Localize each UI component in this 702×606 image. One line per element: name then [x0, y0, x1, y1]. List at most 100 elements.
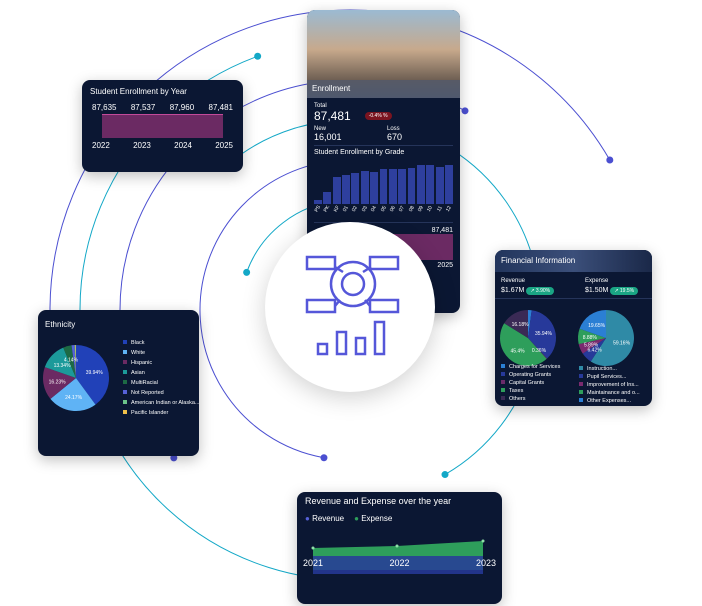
- grade-bar-chart: [314, 164, 453, 204]
- grade-label: 11: [435, 205, 444, 213]
- grade-label: 04: [370, 205, 379, 213]
- new-value: 16,001: [314, 132, 342, 142]
- legend-label: Improvement of Ins...: [587, 382, 639, 388]
- revenue-value: $1.67M: [501, 287, 525, 294]
- legend-label: Taxes: [509, 388, 524, 394]
- pie-slice: [63, 345, 76, 378]
- change-badge: -0.4% %: [364, 112, 392, 120]
- pie-slice: [50, 378, 96, 411]
- legend-swatch: [501, 372, 505, 376]
- grade-label: 05: [379, 205, 388, 213]
- slice-label: 13.34%: [54, 363, 72, 369]
- grade-label: 03: [360, 205, 369, 213]
- pie-slices: [578, 310, 634, 366]
- legend-label: Pacific Islander: [131, 410, 168, 416]
- total-label: Total: [314, 103, 327, 109]
- year-label: 2022: [389, 558, 410, 568]
- expense-label: Expense: [585, 278, 609, 284]
- legend-label: Capital Grants: [509, 380, 544, 386]
- pie-slice: [579, 310, 606, 338]
- pie-slice: [44, 347, 76, 378]
- analytics-hub-circle: [265, 222, 435, 392]
- grade-bar: [435, 166, 444, 204]
- year-label: 2023: [133, 141, 151, 150]
- slice-label: 45.4%: [510, 348, 525, 354]
- card-title: Financial Information: [495, 250, 652, 272]
- year-value: 87,537: [130, 103, 156, 112]
- pie-slice: [76, 345, 110, 405]
- grade-label: 10: [426, 205, 435, 213]
- slice-label: 24.17%: [65, 395, 83, 401]
- legend-swatch: [123, 410, 127, 414]
- legend-label: Other Expenses...: [587, 398, 631, 404]
- legend-label: MultiRacial: [131, 380, 158, 386]
- pie-slice: [75, 345, 76, 378]
- legend-swatch: [579, 374, 583, 378]
- legend-swatch: [123, 370, 127, 374]
- total-value: 87,481: [314, 109, 351, 123]
- partial-value: 87,481: [431, 227, 453, 234]
- grade-bar: [388, 169, 397, 204]
- legend-swatch: [501, 380, 505, 384]
- legend-label: Asian: [131, 370, 145, 376]
- ring-dot: [441, 471, 449, 479]
- grade-bar: [332, 177, 341, 204]
- legend-swatch: [579, 398, 583, 402]
- ring-dot: [254, 52, 262, 60]
- financial-pies: 35.94%0.36%45.4%16.18%Charges for Servic…: [499, 310, 640, 404]
- legend-expense: ● Expense: [354, 514, 393, 523]
- legend-label: American Indian or Alaska...: [131, 400, 199, 406]
- pie-slice: [528, 338, 548, 359]
- grade-bar: [323, 192, 332, 204]
- slice-label: 5.89%: [584, 342, 599, 348]
- grade-bar: [416, 165, 425, 204]
- pie-slice: [74, 345, 76, 378]
- legend-swatch: [501, 388, 505, 392]
- legend-swatch: [579, 390, 583, 394]
- year-value: 87,481: [208, 103, 233, 112]
- legend-swatch: [123, 390, 127, 394]
- ring-dot: [170, 454, 178, 462]
- year-label: 2023: [475, 558, 496, 568]
- grade-bar: [426, 165, 435, 204]
- grade-bar: [351, 173, 360, 204]
- slice-label: 16.18%: [512, 322, 530, 328]
- legend-swatch: [123, 380, 127, 384]
- slice-label: 4.14%: [64, 358, 79, 364]
- legend-label: White: [131, 350, 145, 356]
- legend-label: Black: [131, 340, 145, 346]
- grade-bar: [342, 174, 350, 204]
- legend-label: Pupil Services...: [587, 374, 627, 380]
- revenue-change: 3.90%: [535, 288, 551, 294]
- legend-swatch: [123, 350, 127, 354]
- legend-swatch: [501, 364, 505, 368]
- year-label: 2024: [174, 141, 192, 150]
- slice-label: 16.23%: [49, 379, 67, 385]
- slice-label: 8.88%: [583, 335, 598, 341]
- grade-bar: [360, 170, 369, 204]
- card-title: Enrollment: [307, 80, 460, 98]
- grade-label: 01: [342, 205, 350, 213]
- legend-swatch: [123, 400, 127, 404]
- area-chart: [102, 114, 223, 138]
- legend-label: Operating Grants: [509, 372, 551, 378]
- pie-slice: [582, 338, 606, 362]
- legend-swatch: [501, 396, 505, 400]
- grade-bar: [445, 165, 453, 204]
- loss-label: Loss: [387, 126, 400, 132]
- legend-label: Others: [509, 396, 526, 402]
- grade-bar: [370, 172, 379, 204]
- grade-label: PS: [313, 204, 323, 214]
- revenue-expense-card: Revenue and Expense over the year ● Reve…: [297, 492, 502, 604]
- legend-swatch: [579, 382, 583, 386]
- pie-slice: [528, 310, 556, 359]
- ring-dot: [606, 156, 614, 164]
- new-label: New: [314, 126, 327, 132]
- pie-labels: 35.94%0.36%45.4%16.18%: [510, 322, 552, 355]
- pie-slice: [43, 367, 76, 399]
- pie-slice: [590, 310, 634, 366]
- grade-bar: [379, 169, 388, 204]
- ring-dot: [461, 107, 469, 115]
- grade-label: 12: [444, 205, 453, 213]
